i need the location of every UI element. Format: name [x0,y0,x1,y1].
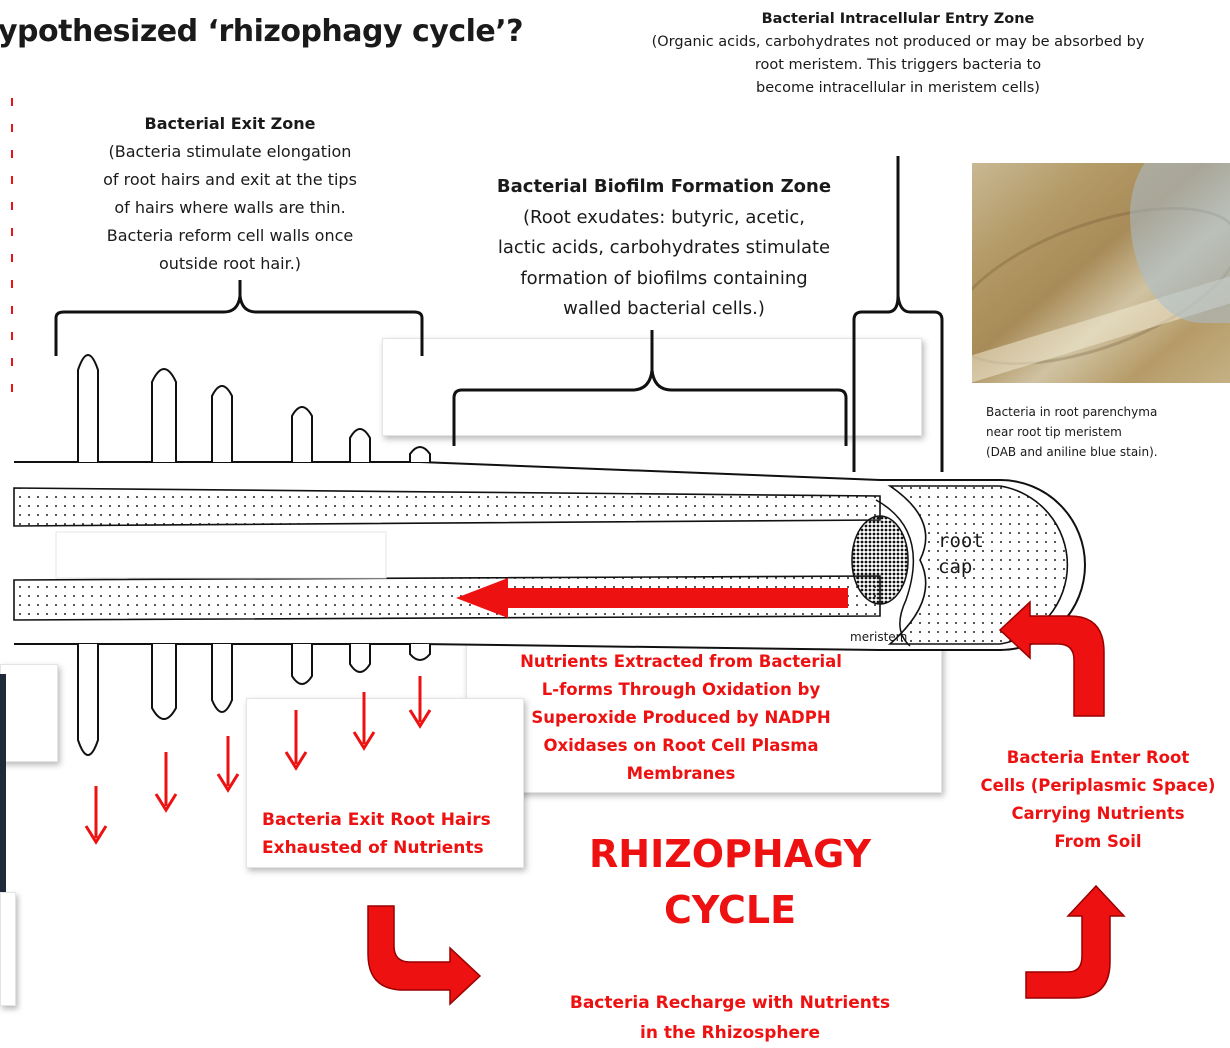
recharge-label-line: in the Rhizosphere [520,1018,940,1048]
exit-zone-text: Bacterial Exit Zone (Bacteria stimulate … [50,110,410,278]
biofilm-zone-heading: Bacterial Biofilm Formation Zone [456,172,872,203]
exit-zone-brace [56,280,422,356]
cycle-label-line: CYCLE [540,882,920,938]
micrograph-caption-line: Bacteria in root parenchyma [986,402,1230,422]
micrograph-image [972,163,1230,383]
exit-zone-line: of root hairs and exit at the tips [50,166,410,194]
micrograph-caption: Bacteria in root parenchyma near root ti… [986,402,1230,462]
root-cap-label: root cap [938,528,984,580]
central-cylinder-highlight [56,532,386,578]
enter-root-label-line: From Soil [966,828,1230,856]
exit-hairs-label-line: Exhausted of Nutrients [262,834,522,862]
enter-root-label-line: Bacteria Enter Root [966,744,1230,772]
enter-root-label-line: Cells (Periplasmic Space) [966,772,1230,800]
biofilm-zone-line: formation of biofilms containing [456,264,872,295]
recharge-label-line: Bacteria Recharge with Nutrients [520,988,940,1018]
biofilm-zone-line: walled bacterial cells.) [456,294,872,325]
nutrients-label-line: L-forms Through Oxidation by [478,676,884,704]
entry-zone-line: root meristem. This triggers bacteria to [566,54,1230,77]
nutrients-label-line: Membranes [478,760,884,788]
exit-hairs-label: Bacteria Exit Root Hairs Exhausted of Nu… [262,806,522,862]
root-cap-label-line: cap [938,554,984,580]
cycle-label-line: RHIZOPHAGY [540,826,920,882]
exit-zone-heading: Bacterial Exit Zone [50,110,410,138]
nutrients-label-line: Nutrients Extracted from Bacterial [478,648,884,676]
biofilm-zone-line: (Root exudates: butyric, acetic, [456,203,872,234]
exit-zone-line: Bacteria reform cell walls once [50,222,410,250]
enter-root-label: Bacteria Enter Root Cells (Periplasmic S… [966,744,1230,856]
meristem-spot [852,516,908,604]
micrograph-caption-line: (DAB and aniline blue stain). [986,442,1230,462]
nutrients-label-line: Superoxide Produced by NADPH [478,704,884,732]
entry-zone-line: become intracellular in meristem cells) [566,77,1230,100]
meristem-label: meristem [850,630,907,644]
enter-root-up-arrow [1000,602,1104,716]
nutrients-label: Nutrients Extracted from Bacterial L-for… [478,648,884,788]
biofilm-zone-line: lactic acids, carbohydrates stimulate [456,233,872,264]
entry-zone-line: (Organic acids, carbohydrates not produc… [566,31,1230,54]
biofilm-zone-text: Bacterial Biofilm Formation Zone (Root e… [456,172,872,325]
enter-root-label-line: Carrying Nutrients [966,800,1230,828]
enter-soil-up-arrow [1026,886,1124,998]
lower-root-hairs [78,644,430,755]
micrograph-caption-line: near root tip meristem [986,422,1230,442]
root-cap-label-line: root [938,528,984,554]
exit-zone-line: outside root hair.) [50,250,410,278]
upper-root-hairs [78,355,430,462]
entry-zone-text: Bacterial Intracellular Entry Zone (Orga… [566,8,1230,100]
exit-zone-line: of hairs where walls are thin. [50,194,410,222]
recharge-curve-arrow [368,906,480,1004]
entry-zone-heading: Bacterial Intracellular Entry Zone [566,8,1230,31]
exit-zone-line: (Bacteria stimulate elongation [50,138,410,166]
cycle-label: RHIZOPHAGY CYCLE [540,826,920,938]
exit-hairs-label-line: Bacteria Exit Root Hairs [262,806,522,834]
nutrients-label-line: Oxidases on Root Cell Plasma [478,732,884,760]
biofilm-zone-brace [454,330,846,446]
recharge-label: Bacteria Recharge with Nutrients in the … [520,988,940,1048]
